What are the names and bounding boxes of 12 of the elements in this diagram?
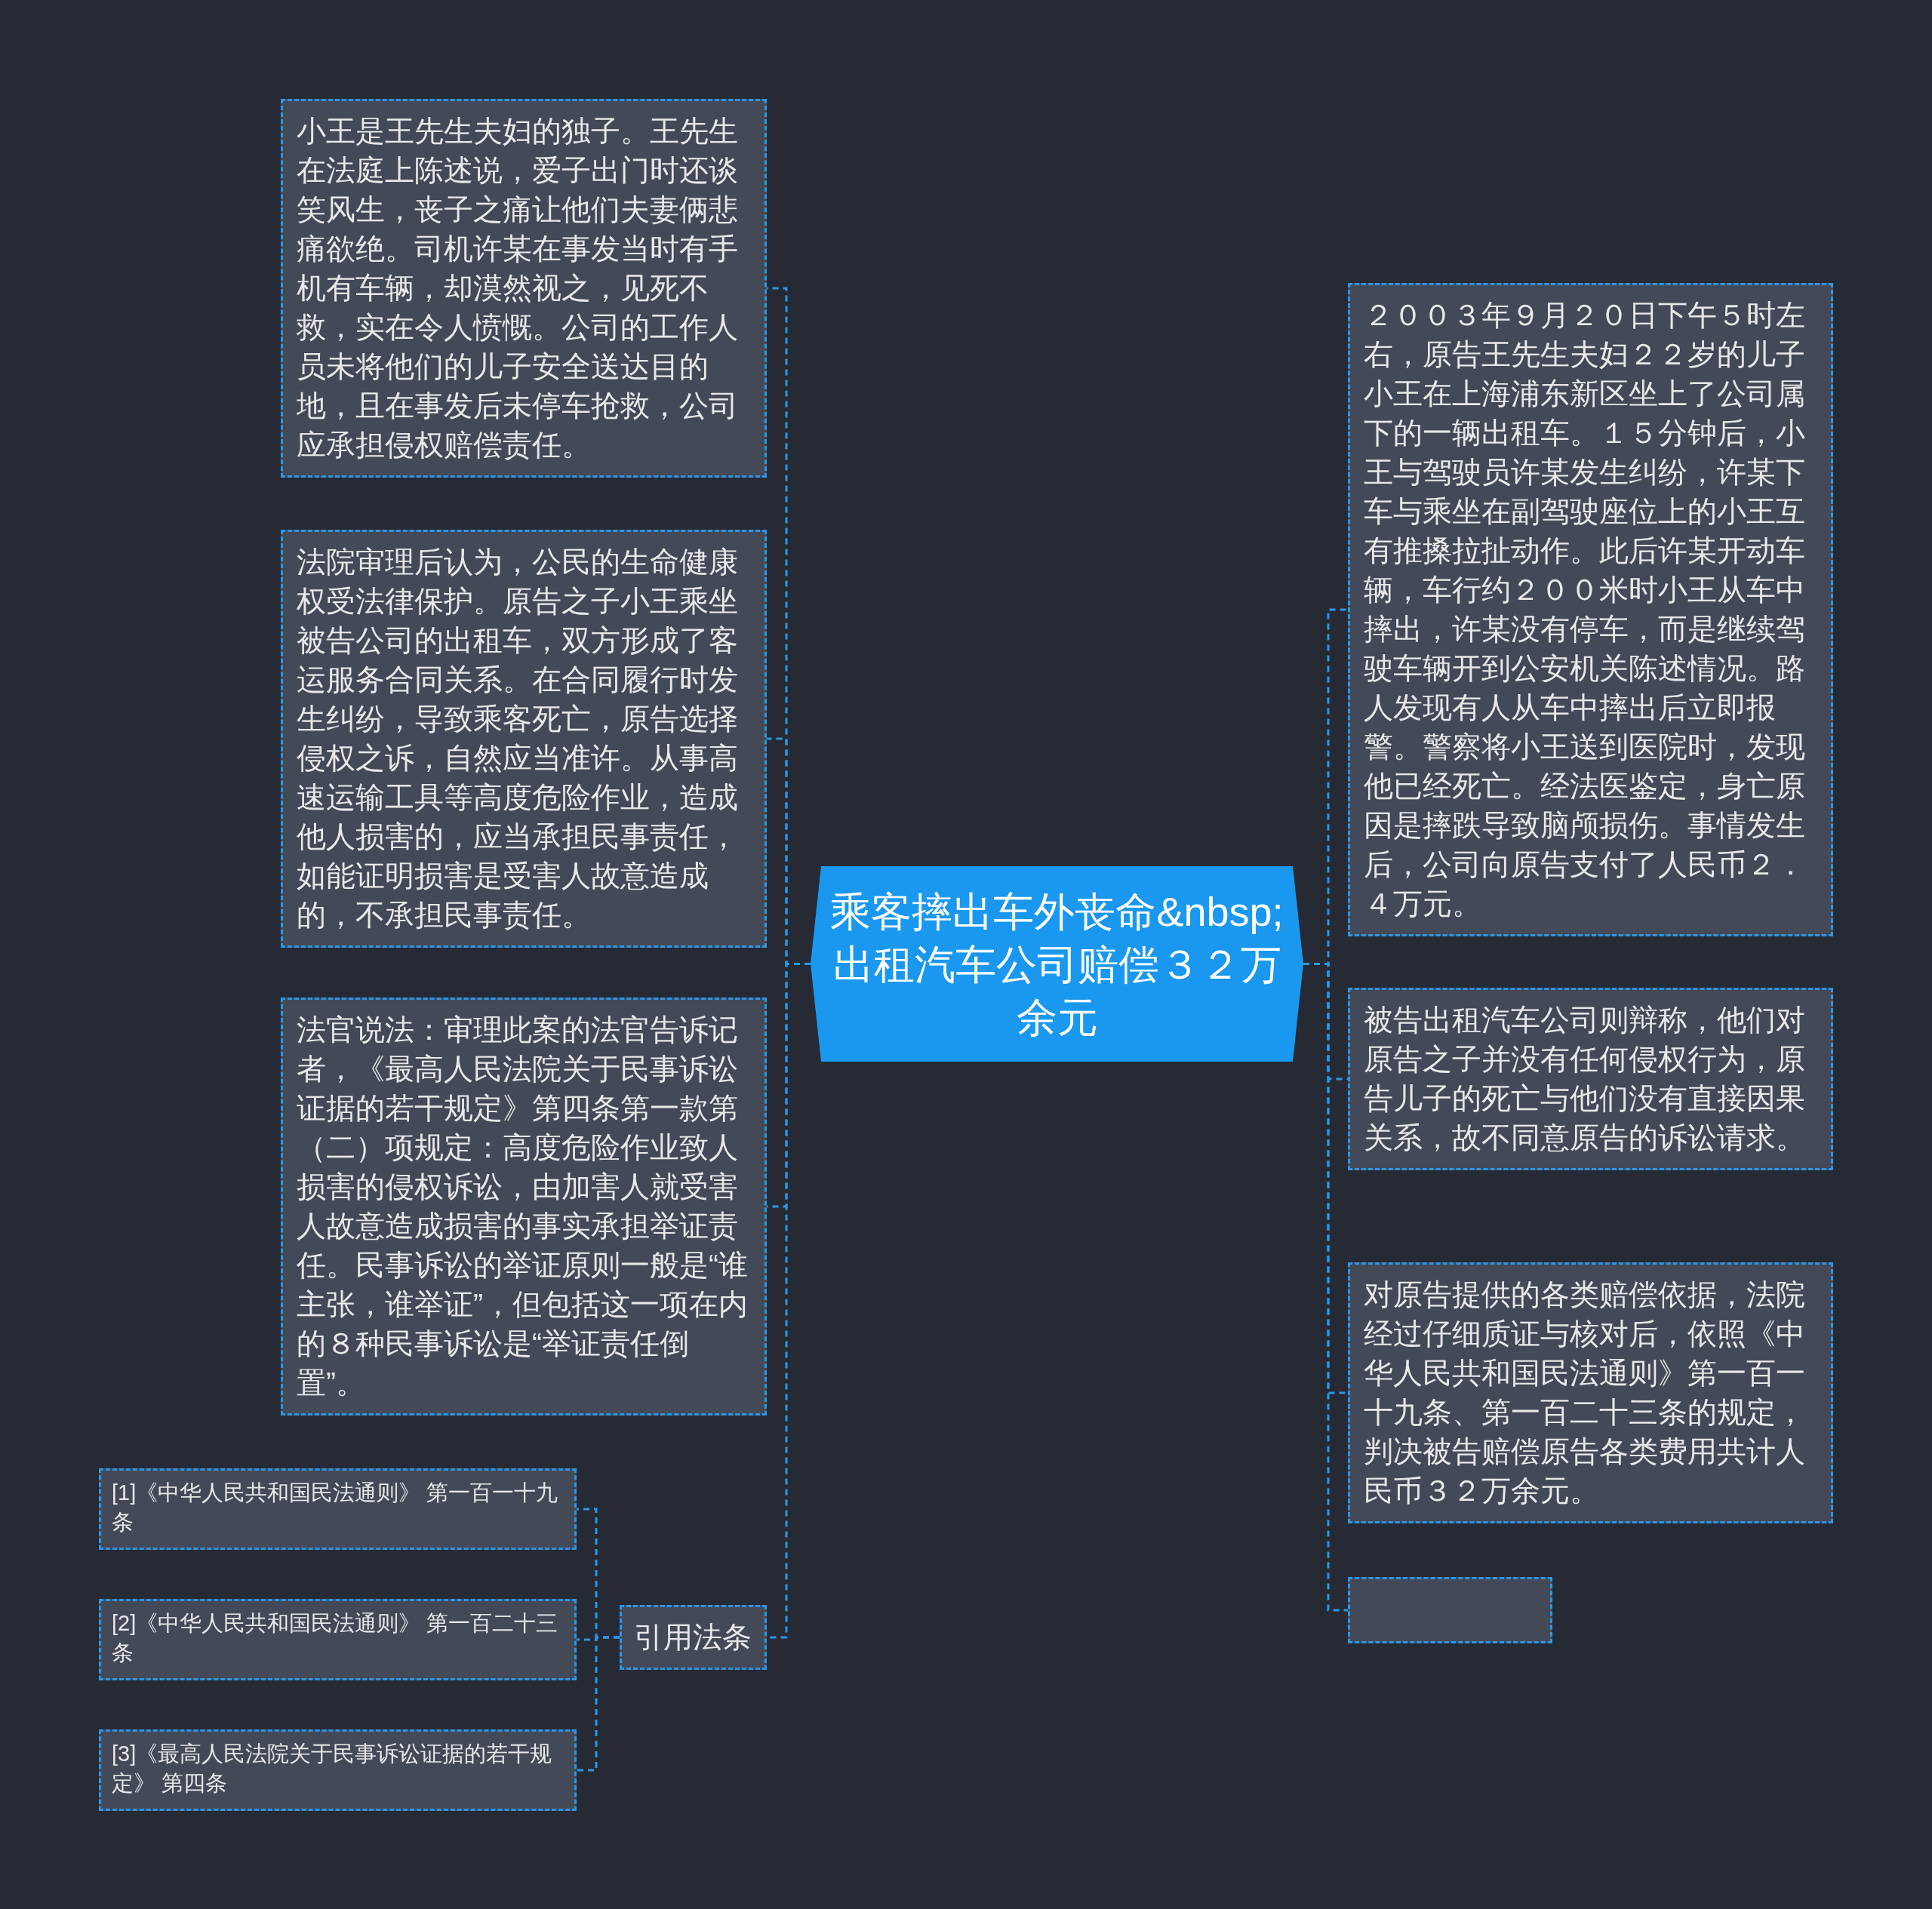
text-box: 小王是王先生夫妇的独子。王先生在法庭上陈述说，爱子出门时还谈笑风生，丧子之痛让他们夫妻俩悲痛欲绝。司机许某在事发当时有手机有车辆，却漠然视之，见死不救，实在令人愤慨。公司的工作人员未将他们的儿子安全送达目的地，且在事发后未停车抢救，公司应承担侵权赔偿责任。 <box>281 99 767 478</box>
topic-box: 引用法条 <box>620 1605 767 1670</box>
text-box: 法官说法：审理此案的法官告诉记者，《最高人民法院关于民事诉讼证据的若干规定》第四条第一款第（二）项规定：高度危险作业致人损害的侵权诉讼，由加害人就受害人故意造成损害的事实承担举证责任。民事诉讼的举证原则一般是“谁主张，谁举证”，但包括这一项在内的８种民事诉讼是“举证责任倒置”。 <box>281 998 767 1416</box>
text-box: 法院审理后认为，公民的生命健康权受法律保护。原告之子小王乘坐被告公司的出租车，双方形成了客运服务合同关系。在合同履行时发生纠纷，导致乘客死亡，原告选择侵权之诉，自然应当准许。从事高速运输工具等高度危险作业，造成他人损害的，应当承担民事责任，如能证明损害是受害人故意造成的，不承担民事责任。 <box>281 530 767 948</box>
text-box: 被告出租汽车公司则辩称，他们对原告之子并没有任何侵权行为，原告儿子的死亡与他们没有直接因果关系，故不同意原告的诉讼请求。 <box>1348 988 1833 1170</box>
citation-box: [2]《中华人民共和国民法通则》 第一百二十三条 <box>99 1599 577 1680</box>
text-box: 对原告提供的各类赔偿依据，法院经过仔细质证与核对后，依照《中华人民共和国民法通则》第一百一十九条、第一百二十三条的规定，判决被告赔偿原告各类费用共计人民币３２万余元。 <box>1348 1262 1833 1523</box>
citation-box: [1]《中华人民共和国民法通则》 第一百一十九条 <box>99 1468 577 1550</box>
text-box: ２００３年９月２０日下午５时左右，原告王先生夫妇２２岁的儿子小王在上海浦东新区坐上了公司属下的一辆出租车。１５分钟后，小王与驾驶员许某发生纠纷，许某下车与乘坐在副驾驶座位上的小王互有推搡拉扯动作。此后许某开动车辆，车行约２００米时小王从车中摔出，许某没有停车，而是继续驾驶车辆开到公安机关陈述情况。路人发现有人从车中摔出后立即报警。警察将小王送到医院时，发现他已经死亡。经法医鉴定，身亡原因是摔跌导致脑颅损伤。事情发生后，公司向原告支付了人民币２．４万元。 <box>1348 283 1833 936</box>
citation-box: [3]《最高人民法院关于民事诉讼证据的若干规定》 第四条 <box>99 1729 577 1811</box>
empty-box <box>1348 1577 1552 1643</box>
connector-line <box>577 1636 620 1772</box>
